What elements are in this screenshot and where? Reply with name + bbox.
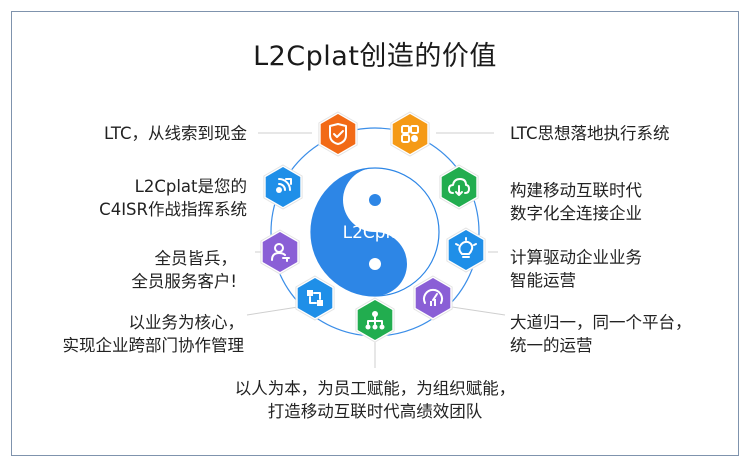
node-label-line: 大道归一，同一个平台， (510, 313, 692, 332)
connector-unified (451, 306, 506, 316)
node-label-line: 统一的运营 (510, 336, 593, 355)
share-app-icon (390, 111, 430, 157)
node-label-line: LTC，从线索到现金 (103, 123, 247, 143)
node-icons (260, 111, 486, 343)
node-label-ltc-cash: LTC，从线索到现金 (104, 122, 247, 145)
node-label-soldier: 全员皆兵， 全员服务客户! (131, 247, 237, 293)
node-label-line: 数字化全连接企业 (510, 204, 642, 223)
gauge-icon (413, 275, 453, 321)
node-label-line: 实现企业跨部门协作管理 (62, 336, 245, 355)
taiji-symbol: L2Cplat (310, 167, 440, 297)
node-label-line: 计算驱动企业业务 (510, 248, 642, 267)
taiji-yin (311, 168, 407, 296)
taiji-dot-top (369, 194, 381, 206)
signal-arrow-icon (263, 164, 303, 210)
node-label-business-core: 以业务为核心， 实现企业跨部门协作管理 (63, 311, 245, 357)
node-label-line: C4ISR作战指挥系统 (99, 200, 247, 219)
node-label-line: 全员皆兵， (154, 249, 238, 268)
node-label-line: 以人为本，为员工赋能，为组织赋能， (234, 379, 516, 398)
page-title: L2Cplat创造的价值 (253, 41, 497, 72)
center-label: L2Cplat (343, 223, 408, 243)
node-label-line: 智能运营 (510, 271, 576, 290)
connector-lines (246, 132, 506, 368)
node-label-line: L2Cplat是您的 (134, 177, 247, 196)
node-label-line: 全员服务客户! (131, 272, 237, 291)
connector-business-core (246, 306, 299, 316)
node-label-line: 打造移动互联时代高绩效团队 (267, 402, 483, 421)
cloud-icon (439, 164, 479, 210)
taiji-dot-bottom (369, 258, 381, 270)
node-label-empower: 以人为本，为员工赋能，为组织赋能， 打造移动互联时代高绩效团队 (0, 377, 750, 423)
node-label-smart-ops: 计算驱动企业业务智能运营 (510, 246, 642, 292)
node-label-ltc-execution: LTC思想落地执行系统 (510, 122, 670, 145)
flow-icon (295, 275, 335, 321)
node-label-mobile-connect: 构建移动互联时代数字化全连接企业 (510, 179, 642, 225)
org-chart-icon (355, 297, 395, 343)
node-label-unified: 大道归一，同一个平台， 统一的运营 (510, 311, 692, 357)
lightbulb-icon (446, 227, 486, 273)
node-label-line: 以业务为核心， (128, 313, 245, 332)
node-label-line: LTC思想落地执行系统 (510, 123, 670, 143)
node-label-line: 构建移动互联时代 (510, 181, 642, 200)
shield-check-icon (318, 111, 358, 157)
node-label-c4isr: L2Cplat是您的 C4ISR作战指挥系统 (99, 175, 247, 221)
user-key-icon (260, 229, 300, 275)
